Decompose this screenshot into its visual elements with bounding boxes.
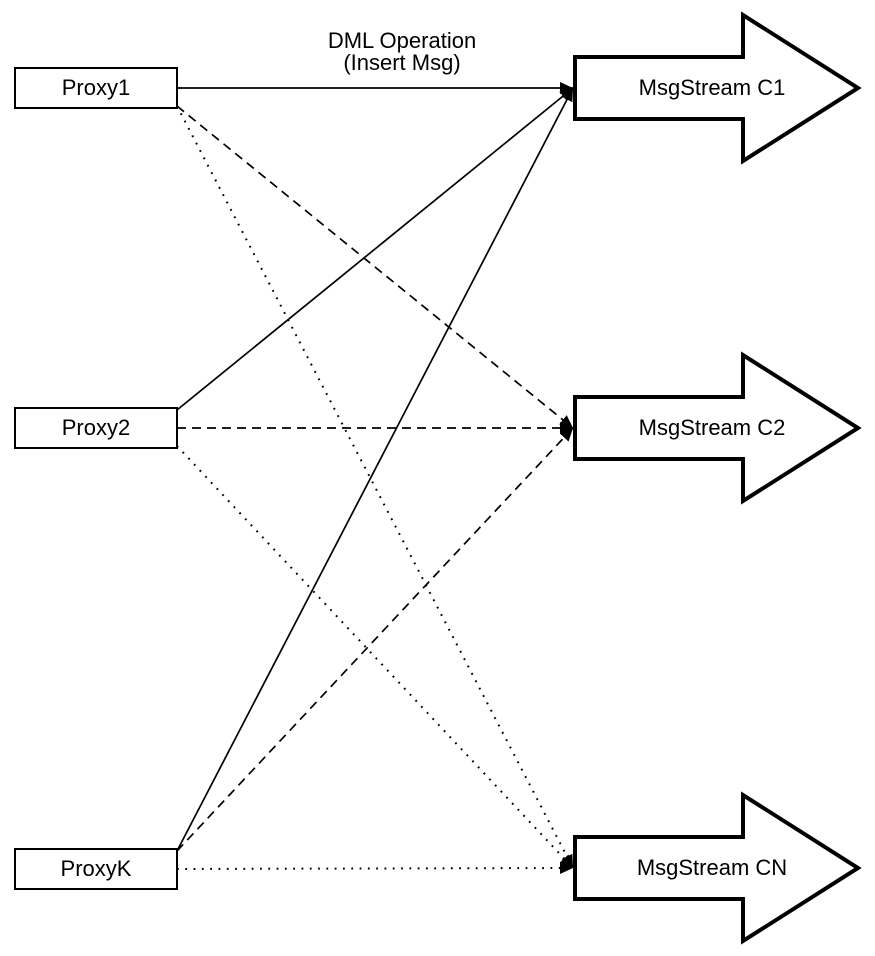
dml-operation-label: DML Operation (Insert Msg) xyxy=(328,28,476,75)
node-msgstream-cn: MsgStream CN xyxy=(573,791,862,945)
edge-proxy1-to-msgstream-cn xyxy=(176,105,574,869)
dml-operation-label-line1: DML Operation xyxy=(328,28,476,53)
node-proxy1: Proxy1 xyxy=(14,67,178,109)
proxy2-label: Proxy2 xyxy=(62,415,130,440)
proxyk-label: ProxyK xyxy=(61,856,132,881)
edge-proxy1-to-msgstream-c2 xyxy=(176,105,574,429)
msgstream-c2-arrow-shape xyxy=(573,351,862,505)
node-msgstream-c2: MsgStream C2 xyxy=(573,351,862,505)
msgstream-c1-arrow-shape xyxy=(573,11,862,165)
proxy1-box xyxy=(14,67,178,109)
dml-operation-label-line2: (Insert Msg) xyxy=(343,50,460,75)
edge-proxy2-to-msgstream-c1 xyxy=(176,87,574,411)
proxyk-box xyxy=(14,848,178,890)
edge-proxyk-to-msgstream-c1 xyxy=(176,87,574,852)
node-msgstream-c1: MsgStream C1 xyxy=(573,11,862,165)
msgstream-cn-label: MsgStream CN xyxy=(637,855,787,880)
edge-proxy2-to-msgstream-cn xyxy=(176,445,574,869)
edge-proxyk-to-msgstream-c2 xyxy=(176,427,574,852)
proxy2-box xyxy=(14,407,178,449)
edges-layer xyxy=(176,82,574,875)
node-proxy2: Proxy2 xyxy=(14,407,178,449)
msgstream-c2-label: MsgStream C2 xyxy=(639,415,786,440)
msgstream-c1-label: MsgStream C1 xyxy=(639,75,786,100)
proxy1-label: Proxy1 xyxy=(62,75,130,100)
node-proxyk: ProxyK xyxy=(14,848,178,890)
msgstream-cn-arrow-shape xyxy=(573,791,862,945)
edge-proxyk-to-msgstream-cn xyxy=(176,862,574,875)
